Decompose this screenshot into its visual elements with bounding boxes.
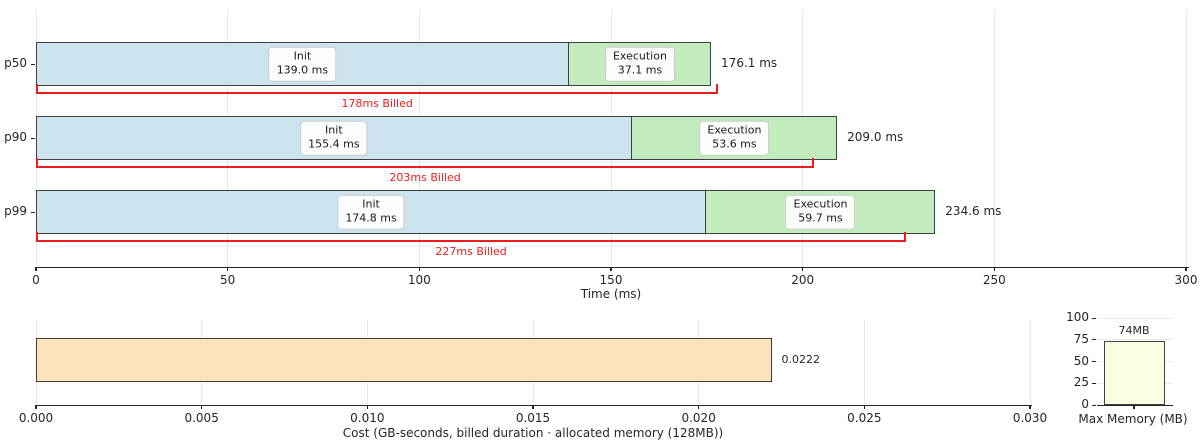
x-axis-tick (863, 405, 865, 409)
y-axis-tick (31, 211, 35, 213)
x-axis-line (36, 405, 1032, 407)
x-tick-label: 0.005 (184, 411, 219, 425)
cost-bar (36, 338, 772, 382)
x-tick-label: 0.020 (681, 411, 716, 425)
y-tick-label: 50 (1073, 353, 1089, 368)
init-segment-label-name: Init (325, 123, 343, 137)
x-axis-tick (366, 405, 368, 409)
billed-bracket (36, 84, 719, 94)
grid-line (993, 10, 995, 267)
x-axis-tick (35, 405, 37, 409)
y-axis-tick (1092, 339, 1096, 341)
init-segment-label-value: 139.0 ms (276, 64, 329, 77)
total-duration-label: 176.1 ms (721, 56, 778, 70)
total-duration-label: 209.0 ms (847, 130, 904, 144)
grid-line (1097, 317, 1173, 319)
cost-chart: Cost (GB-seconds, billed duration · allo… (0, 310, 1050, 445)
x-tick-label: 0.015 (515, 411, 551, 425)
x-axis-tick (35, 267, 37, 271)
x-tick-label: 0.000 (18, 411, 54, 425)
cost-x-axis-label: Cost (GB-seconds, billed duration · allo… (342, 426, 724, 440)
billed-label: 178ms Billed (341, 97, 413, 110)
billed-label: 203ms Billed (389, 171, 461, 184)
x-axis-tick (802, 267, 804, 271)
x-axis-tick (1029, 405, 1031, 409)
timing-x-axis-label: Time (ms) (580, 287, 642, 301)
y-axis-tick (31, 137, 35, 139)
memory-bar (1103, 340, 1165, 405)
category-label-p90: p90 (4, 130, 27, 144)
y-axis-tick (1092, 317, 1096, 319)
execution-segment-label-value: 37.1 ms (617, 64, 663, 77)
memory-x-axis-label: Max Memory (MB) (1078, 412, 1188, 426)
y-axis-tick (1092, 404, 1096, 406)
x-axis-tick (418, 267, 420, 271)
x-tick-label: 300 (1174, 273, 1198, 287)
total-duration-label: 234.6 ms (945, 204, 1002, 218)
x-axis-tick (227, 267, 229, 271)
category-label-p50: p50 (4, 56, 27, 70)
x-axis-tick (1133, 405, 1135, 409)
execution-segment-label-name: Execution (793, 197, 848, 211)
x-axis-tick (610, 267, 612, 271)
y-tick-label: 75 (1073, 331, 1089, 346)
memory-value-label: 74MB (1118, 323, 1150, 337)
init-segment-label-value: 155.4 ms (308, 138, 360, 151)
execution-segment-label-value: 53.6 ms (712, 138, 757, 151)
x-tick-label: 200 (791, 273, 815, 287)
y-axis-tick (1092, 361, 1096, 363)
init-segment-label-name: Init (293, 49, 312, 63)
x-tick-label: 0 (32, 273, 40, 287)
y-tick-label: 0 (1081, 397, 1089, 411)
init-segment-label-value: 174.8 ms (345, 212, 397, 225)
y-axis-tick (1092, 382, 1096, 384)
init-segment-label-name: Init (362, 197, 380, 211)
x-axis-tick (532, 405, 534, 409)
x-tick-label: 250 (982, 273, 1006, 287)
billed-bracket (36, 232, 907, 242)
grid-line (1029, 320, 1031, 405)
cost-value-label: 0.0222 (781, 353, 821, 366)
execution-segment-label-name: Execution (612, 49, 667, 63)
execution-segment-label-name: Execution (707, 123, 762, 137)
x-axis-tick (698, 405, 700, 409)
execution-segment-label-value: 59.7 ms (798, 212, 843, 225)
x-tick-label: 100 (407, 273, 431, 287)
x-axis-line (1097, 405, 1173, 407)
y-tick-label: 100 (1066, 310, 1089, 324)
category-label-p99: p99 (4, 204, 27, 218)
memory-chart: Max Memory (MB) 0 25 50 75 100 74MB (1050, 310, 1200, 445)
x-axis-tick (1185, 267, 1187, 271)
x-axis-tick (993, 267, 995, 271)
y-axis-tick (31, 63, 35, 65)
x-tick-label: 150 (599, 273, 623, 287)
grid-line (863, 320, 865, 405)
y-tick-label: 25 (1073, 375, 1089, 390)
x-tick-label: 0.025 (847, 411, 882, 425)
x-tick-label: 50 (220, 273, 236, 287)
grid-line (1185, 10, 1187, 267)
x-tick-label: 0.030 (1012, 411, 1048, 425)
billed-bracket (36, 158, 815, 168)
x-axis-tick (201, 405, 203, 409)
x-axis-line (36, 267, 1189, 269)
x-tick-label: 0.010 (350, 411, 385, 425)
billed-label: 227ms Billed (435, 245, 507, 258)
grid-line (1097, 339, 1173, 341)
